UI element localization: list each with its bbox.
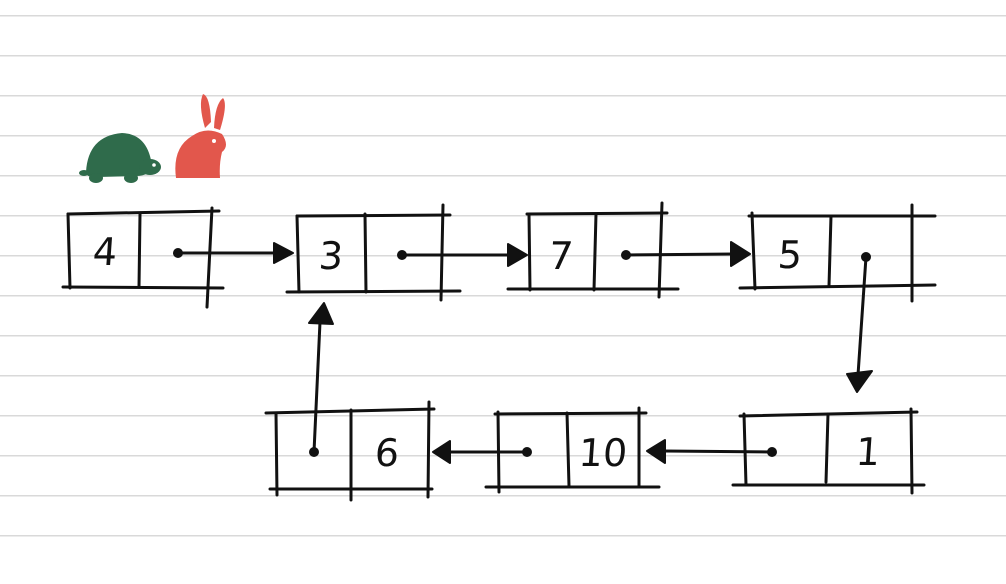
- list-node: [731, 407, 926, 495]
- node-value: 7: [547, 234, 575, 278]
- list-node: [264, 400, 436, 502]
- pointer-arrow: [308, 302, 334, 454]
- pointer-arrow: [646, 439, 774, 464]
- node-value: 10: [577, 431, 629, 475]
- tortoise-icon: [79, 133, 161, 183]
- node-value: 6: [373, 431, 401, 475]
- hare-icon: [175, 94, 226, 178]
- pointer-arrow: [846, 255, 873, 393]
- list-node: [285, 203, 462, 302]
- node-value: 5: [776, 233, 804, 277]
- node-value: 1: [854, 430, 882, 474]
- pointer-arrow: [176, 242, 294, 264]
- pointer-arrow: [400, 243, 528, 267]
- pointer-arrow: [624, 241, 751, 267]
- list-node: [738, 203, 937, 303]
- node-value: 3: [317, 234, 345, 278]
- node-value: 4: [91, 230, 119, 274]
- pointer-arrow: [432, 440, 529, 464]
- list-node: [484, 406, 661, 494]
- list-node: [506, 201, 680, 299]
